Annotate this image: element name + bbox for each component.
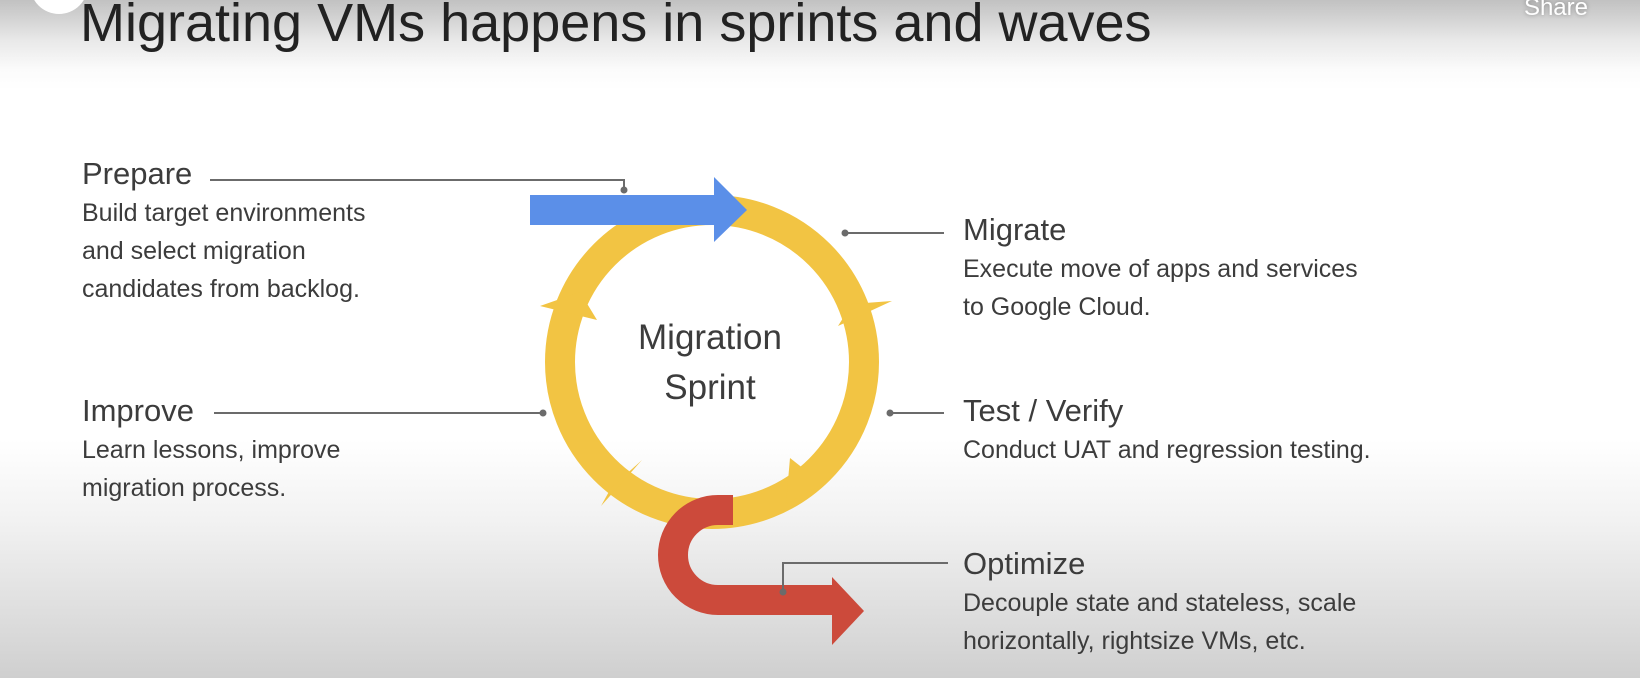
slide-title: Migrating VMs happens in sprints and wav… <box>80 0 1152 53</box>
test-connector-dot <box>886 409 894 417</box>
stage-improve-description: Learn lessons, improve migration process… <box>82 436 341 502</box>
stage-test-verify-description: Conduct UAT and regression testing. <box>963 436 1371 464</box>
stage-prepare: Prepare Build target environments and se… <box>82 156 442 308</box>
stage-optimize-description: Decouple state and stateless, scale hori… <box>963 589 1357 655</box>
prepare-connector-dot <box>620 186 628 194</box>
optimize-arrowhead <box>832 577 864 645</box>
optimize-connector <box>782 562 948 592</box>
center-label-line2: Sprint <box>664 368 756 407</box>
optimize-connector-dot <box>779 588 787 596</box>
cycle-arrowhead-right-bottom <box>786 458 823 504</box>
stage-test-verify: Test / Verify Conduct UAT and regression… <box>963 393 1433 469</box>
stage-optimize: Optimize Decouple state and stateless, s… <box>963 546 1433 660</box>
cycle-arrowhead-right-top <box>838 301 892 326</box>
prepare-entry-arrow <box>530 195 718 225</box>
share-button[interactable]: Share <box>1523 0 1588 21</box>
stage-improve: Improve Learn lessons, improve migration… <box>82 393 442 507</box>
cycle-arrowhead-left-bottom <box>601 460 642 506</box>
improve-connector-dot <box>539 409 547 417</box>
stage-improve-title: Improve <box>82 393 194 428</box>
stage-test-verify-title: Test / Verify <box>963 393 1124 428</box>
center-label-line1: Migration <box>638 318 782 357</box>
stage-migrate: Migrate Execute move of apps and service… <box>963 212 1433 326</box>
top-shade <box>0 0 1640 70</box>
optimize-exit-arrow <box>658 495 832 615</box>
cycle-arrowhead-left-top <box>540 292 597 320</box>
stage-migrate-description: Execute move of apps and services to Goo… <box>963 255 1358 321</box>
sprint-center-label: Migration Sprint <box>600 313 820 413</box>
migrate-connector-dot <box>841 229 849 237</box>
prepare-arrowhead <box>714 177 747 242</box>
stage-prepare-description: Build target environments and select mig… <box>82 199 366 303</box>
stage-optimize-title: Optimize <box>963 546 1086 581</box>
stage-prepare-title: Prepare <box>82 156 193 191</box>
stage-migrate-title: Migrate <box>963 212 1067 247</box>
